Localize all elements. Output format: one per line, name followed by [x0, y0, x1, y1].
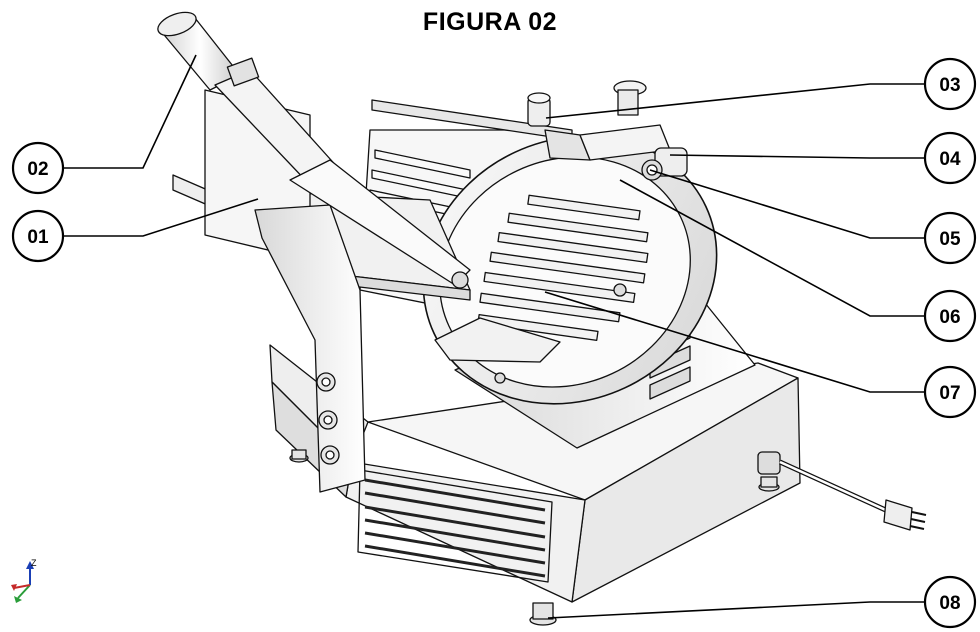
callout-08: 08 [923, 575, 977, 629]
power-cable [757, 451, 927, 531]
pedestal-arm [254, 204, 366, 493]
leader-05 [649, 169, 926, 239]
callout-04: 04 [923, 131, 977, 185]
callout-03-label: 03 [939, 75, 960, 96]
callout-05: 05 [923, 211, 977, 265]
slicer-machine [157, 11, 927, 626]
callout-08-label: 08 [939, 593, 960, 614]
callout-07-label: 07 [939, 383, 960, 404]
figure-title: FIGURA 02 [422, 8, 558, 36]
callout-04-label: 04 [939, 149, 961, 170]
leader-lines [64, 54, 926, 619]
callout-07: 07 [923, 365, 977, 419]
leader-08 [547, 601, 926, 619]
callout-03: 03 [923, 57, 977, 111]
leader-03 [545, 83, 926, 119]
callout-markers: 02 01 03 04 05 06 [11, 57, 977, 629]
callout-06: 06 [923, 289, 977, 343]
leader-01 [64, 198, 259, 237]
callout-01-label: 01 [27, 227, 49, 248]
pusher-handle [157, 11, 471, 289]
leader-02 [64, 54, 197, 169]
leader-07 [544, 291, 926, 393]
sharpener [527, 80, 671, 161]
callout-06-label: 06 [939, 307, 960, 328]
axis-z-label: Z [31, 558, 37, 568]
leader-06 [619, 179, 926, 317]
callout-05-label: 05 [939, 229, 961, 250]
leader-04 [669, 154, 926, 159]
blade-guard [434, 317, 561, 363]
callout-02: 02 [11, 141, 65, 195]
callout-02-label: 02 [27, 159, 48, 180]
axis-triad-icon: Z [11, 558, 37, 603]
callout-01: 01 [11, 209, 65, 263]
